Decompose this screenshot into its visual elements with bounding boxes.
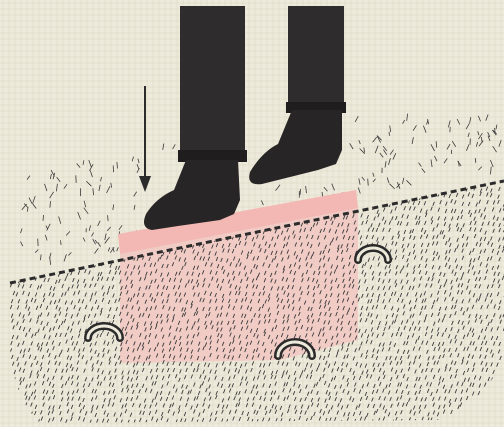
left-trouser-leg [178, 6, 247, 162]
right-trouser-leg [286, 6, 346, 113]
